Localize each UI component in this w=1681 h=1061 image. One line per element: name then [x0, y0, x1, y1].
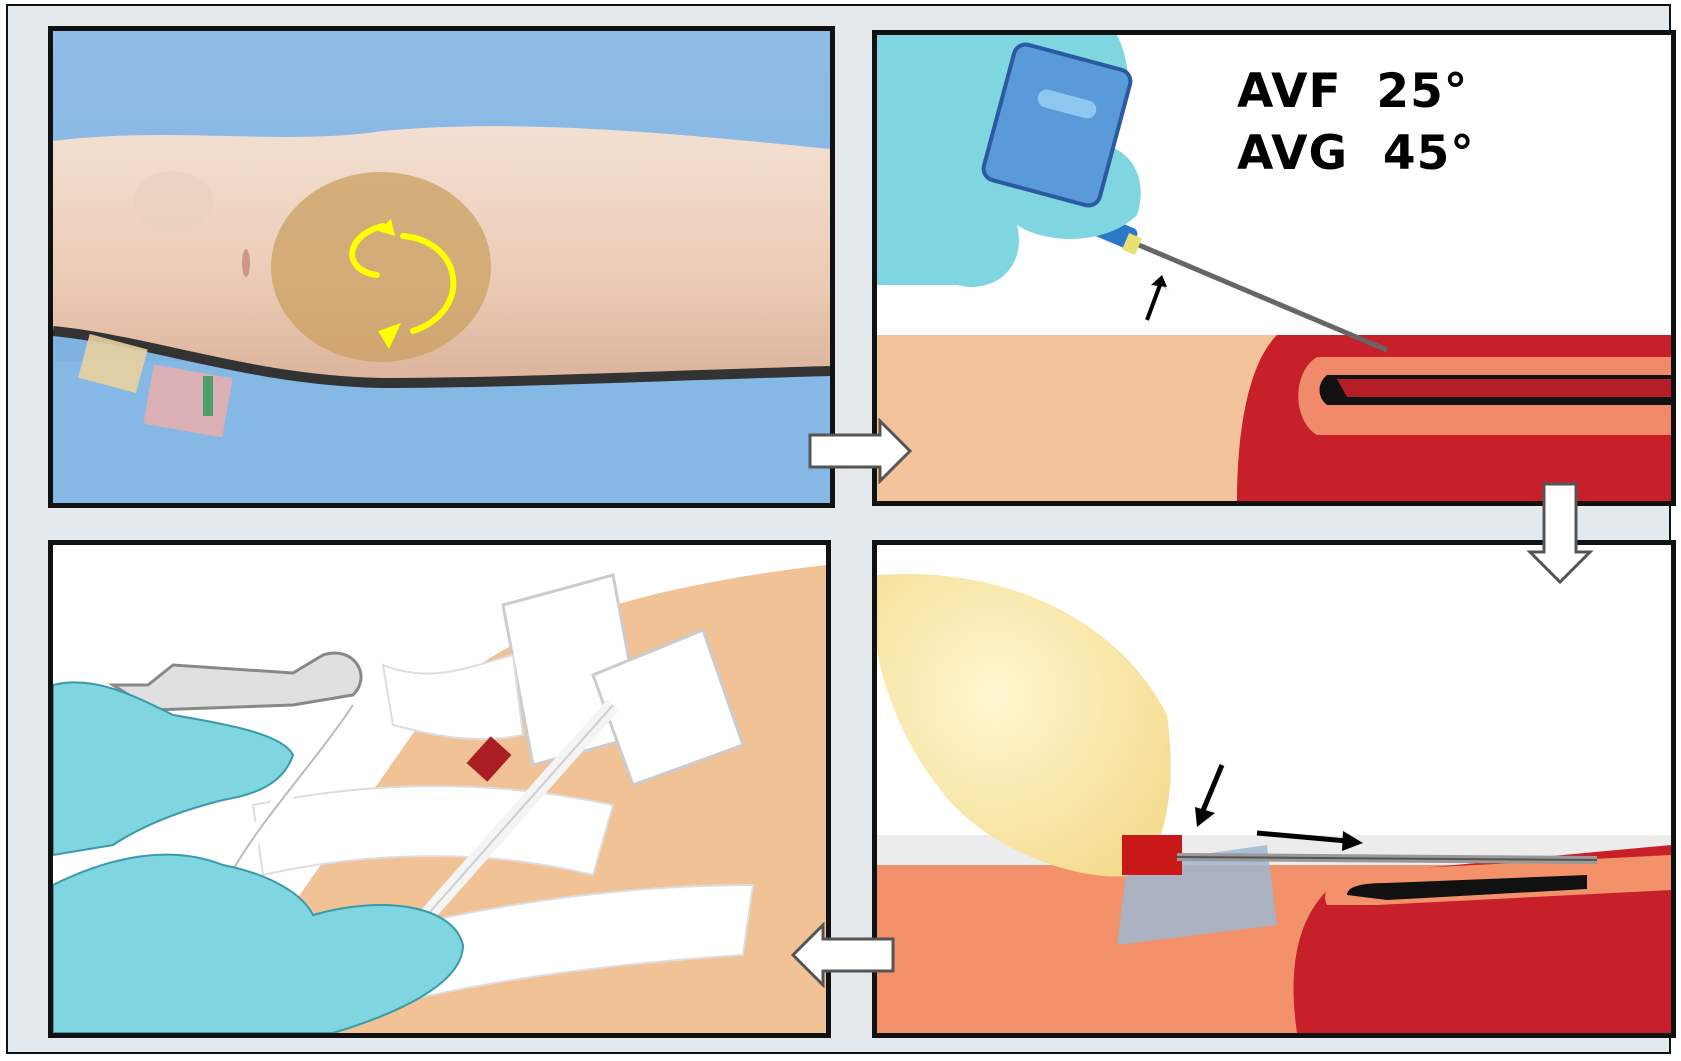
needle-advance-illustration [877, 545, 1671, 1033]
panel-needle-insertion: AVF 25°AVG 45° [872, 30, 1676, 506]
flow-arrow-left-icon [790, 922, 895, 988]
angle-labels: AVF 25°AVG 45° [1237, 61, 1475, 185]
needle-taping-illustration [53, 545, 826, 1033]
panel-arm-cleansing [48, 26, 835, 508]
needle-hub [1122, 835, 1182, 875]
flow-arrow-right-icon [808, 418, 913, 484]
panel-needle-advance [872, 540, 1676, 1038]
angle-avf: AVF 25° [1237, 61, 1475, 123]
panel-needle-taping [48, 540, 831, 1038]
flow-arrow-down-icon [1526, 482, 1594, 586]
arm-cleansing-illustration [53, 31, 830, 503]
angle-avg: AVG 45° [1237, 123, 1475, 185]
